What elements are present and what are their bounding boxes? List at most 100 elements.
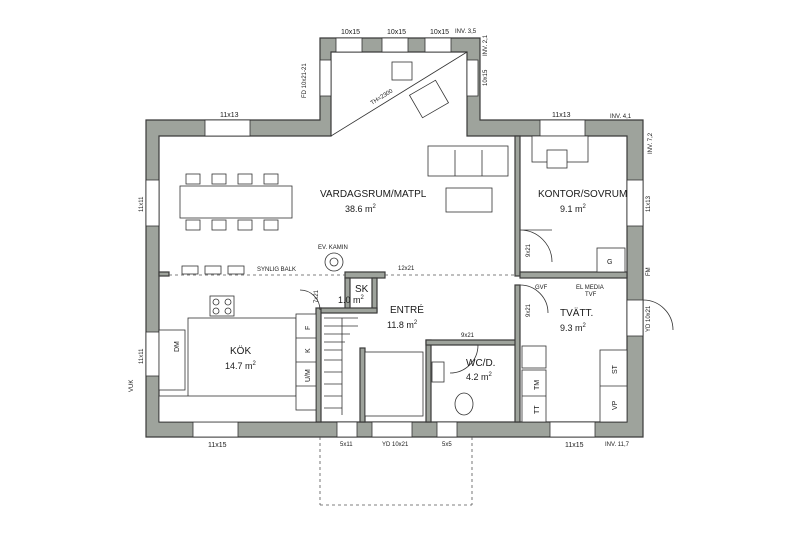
chair (237, 219, 253, 231)
stove-inner (329, 257, 339, 267)
bay-side-table (391, 61, 413, 81)
burner (224, 298, 232, 306)
door-front (371, 421, 413, 438)
window-top-3 (424, 37, 452, 53)
dim-window-top-right: 11x13 (552, 112, 571, 119)
door-entry-arc (299, 289, 321, 311)
door-tvatt (519, 284, 549, 314)
wc-sink (431, 361, 445, 383)
dim-window-left-lower: 11x11 (139, 348, 145, 364)
wall-wc-left (425, 339, 432, 423)
door-kontor (519, 229, 553, 263)
cooktop (209, 295, 235, 317)
chair (237, 173, 253, 185)
coffee-table (445, 187, 493, 213)
inv-bottom: INV. 11,7 (605, 442, 630, 448)
laundry-label-tm: TM (534, 380, 541, 390)
window-top-right (539, 119, 586, 137)
kitchen-counter-left (158, 329, 186, 391)
wall-kitchen-right (315, 307, 322, 423)
dim-bottom-5x5: 5x5 (442, 442, 452, 448)
inv-right: INV. 7,2 (648, 132, 654, 154)
room-name-sk: SK (355, 284, 369, 295)
room-name-entre: ENTRÉ (390, 303, 424, 316)
entry-rug (364, 351, 424, 417)
room-area-entre: 11.8 m2 (387, 320, 418, 330)
dim-sliding: 12x21 (398, 266, 415, 272)
room-area-wc: 4.2 m2 (466, 372, 493, 382)
door-right-swing (642, 299, 674, 331)
burner (224, 307, 232, 315)
room-name-kok: KÖK (230, 345, 251, 357)
stove-kamin (324, 252, 344, 272)
kitchen-counter-bottom (158, 395, 317, 423)
fm-label: FM (646, 267, 652, 276)
window-left-upper (145, 179, 160, 227)
dim-bottom-left: 11x15 (208, 442, 227, 449)
wall-beam-row-2 (344, 271, 386, 279)
vuk-label: VUK (129, 380, 135, 392)
chair (185, 219, 201, 231)
dim-top-1: 10x15 (341, 29, 360, 36)
wall-kontor-left (514, 135, 521, 277)
laundry-label-st: ST (612, 364, 619, 374)
ev-kamin-label: EV. KAMIN (318, 245, 348, 251)
kitchen-label-dm: DM (174, 341, 181, 352)
room-area-kontor: 9.1 m2 (560, 204, 587, 214)
wardrobe-g (596, 247, 626, 273)
wardrobe-g-label: G (607, 259, 612, 266)
wall-kontor-bottom (519, 271, 628, 279)
chair (263, 219, 279, 231)
kitchen-label-f: F (305, 326, 312, 330)
sofa (427, 145, 509, 177)
inv-top: INV. 3,5 (455, 29, 477, 35)
dim-top-3: 10x15 (430, 29, 449, 36)
laundry-label-vp: VP (612, 400, 619, 410)
wall-sk-bottom (319, 307, 378, 314)
wall-beam-row (158, 271, 170, 277)
burner (212, 298, 220, 306)
gvf-label: GVF (535, 285, 548, 291)
room-area-kok: 14.7 m2 (225, 361, 257, 371)
door-right-yd (626, 299, 644, 337)
room-area-vardagsrum: 38.6 m2 (345, 204, 377, 214)
synlig-balk-label: SYNLIG BALK (257, 267, 296, 273)
dim-bottom-right: 11x15 (565, 442, 584, 449)
dim-window-top-left: 11x13 (220, 112, 239, 119)
bar-stool (204, 265, 222, 275)
bar-stool (227, 265, 245, 275)
kitchen-label-k: K (305, 348, 312, 353)
room-name-vardagsrum: VARDAGSRUM/MATPL (320, 189, 427, 200)
chair (263, 173, 279, 185)
window-bottom-5x5 (436, 421, 458, 438)
chair (211, 219, 227, 231)
inv-right-top: INV. 4,1 (610, 114, 632, 120)
office-chair (546, 149, 568, 169)
window-bottom-left (192, 421, 239, 438)
laundry-label-tt: TT (534, 405, 541, 414)
dim-window-left-upper: 11x11 (139, 196, 145, 212)
dim-door-sk: 7x21 (314, 289, 320, 303)
window-top-left (204, 119, 251, 137)
wc-toilet (454, 392, 474, 416)
room-name-wc: WC/D. (466, 358, 495, 369)
window-top-1 (335, 37, 363, 53)
dim-yd-front: YD 10x21 (382, 442, 409, 448)
dim-bottom-5x11: 5x11 (340, 442, 353, 448)
kitchen-island (187, 317, 297, 399)
window-bay-right (466, 59, 479, 97)
bar-stool (181, 265, 199, 275)
window-bay-left (319, 59, 332, 97)
tvf-label: TVF (585, 292, 597, 298)
dining-table (179, 185, 293, 219)
door-wc (449, 344, 479, 374)
dim-door-tvatt: 9x21 (526, 303, 532, 317)
bay-armchair (408, 79, 450, 119)
window-top-2 (381, 37, 409, 53)
window-left-lower (145, 331, 160, 377)
window-bottom-right (549, 421, 596, 438)
dim-door-wc: 9x21 (461, 333, 475, 339)
inv-top-right: INV. 2,1 (483, 34, 489, 56)
el-media-label: EL MEDIA (576, 285, 604, 291)
room-name-tvatt: TVÄTT. (560, 307, 593, 319)
